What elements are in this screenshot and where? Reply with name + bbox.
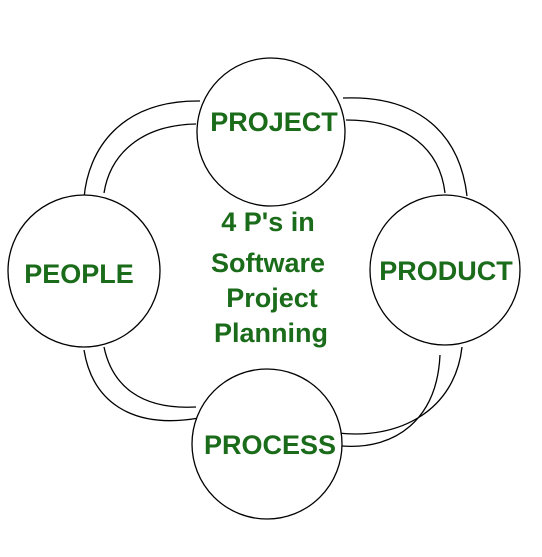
center-title: 4 P's in Software Project Planning <box>211 207 328 348</box>
center-title-line-2: Software <box>211 248 325 278</box>
connector-outer-arc <box>83 97 468 435</box>
connector-inner-arc <box>103 119 446 447</box>
node-product-circle <box>369 194 521 346</box>
center-title-line-4: Planning <box>214 318 328 348</box>
node-people-label: PEOPLE <box>24 259 134 289</box>
node-product-label: PRODUCT <box>379 256 513 286</box>
node-project-label: PROJECT <box>210 107 338 137</box>
center-title-line-3: Project <box>226 283 318 313</box>
node-project-circle <box>196 57 346 207</box>
node-people-circle <box>7 194 161 348</box>
node-process-label: PROCESS <box>204 430 336 460</box>
center-title-line-1: 4 P's in <box>221 207 314 237</box>
node-process-circle <box>191 368 343 520</box>
connector-ring <box>83 97 468 447</box>
